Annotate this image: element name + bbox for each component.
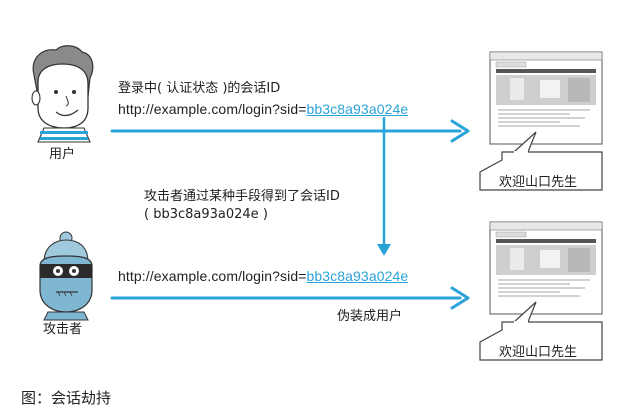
attacker-steal-line1: 攻击者通过某种手段得到了会话ID bbox=[144, 189, 340, 204]
attacker-request-url: http://example.com/login?sid=bb3c8a93a02… bbox=[118, 268, 408, 284]
attacker-label: 攻击者 bbox=[43, 322, 83, 337]
bottom-welcome-text: 欢迎山口先生 bbox=[499, 345, 578, 360]
top-browser-window bbox=[489, 51, 603, 145]
attacker-session-id: bb3c8a93a024e bbox=[306, 268, 409, 284]
user-url-prefix: http://example.com/login?sid= bbox=[118, 101, 307, 117]
figure-caption: 图：会话劫持 bbox=[21, 389, 112, 407]
top-welcome-bubble bbox=[479, 151, 603, 191]
user-session-id: bb3c8a93a024e bbox=[306, 101, 409, 117]
bottom-browser-window bbox=[489, 221, 603, 315]
top-welcome-text: 欢迎山口先生 bbox=[499, 175, 578, 190]
session-steal-arrowhead bbox=[377, 244, 391, 256]
user-request-url: http://example.com/login?sid=bb3c8a93a02… bbox=[118, 101, 408, 117]
attacker-steal-line2: ( bb3c8a93a024e ) bbox=[144, 207, 268, 222]
user-person-icon bbox=[31, 45, 94, 143]
bottom-welcome-bubble bbox=[479, 321, 603, 361]
attacker-url-prefix: http://example.com/login?sid= bbox=[118, 268, 307, 284]
impersonate-label: 伪装成用户 bbox=[337, 309, 403, 324]
user-request-arrowhead bbox=[450, 119, 470, 143]
user-label: 用户 bbox=[49, 147, 76, 162]
attacker-person-icon bbox=[39, 231, 93, 321]
user-status-line: 登录中( 认证状态 )的会话ID bbox=[118, 81, 281, 96]
attacker-request-arrowhead bbox=[450, 286, 470, 310]
